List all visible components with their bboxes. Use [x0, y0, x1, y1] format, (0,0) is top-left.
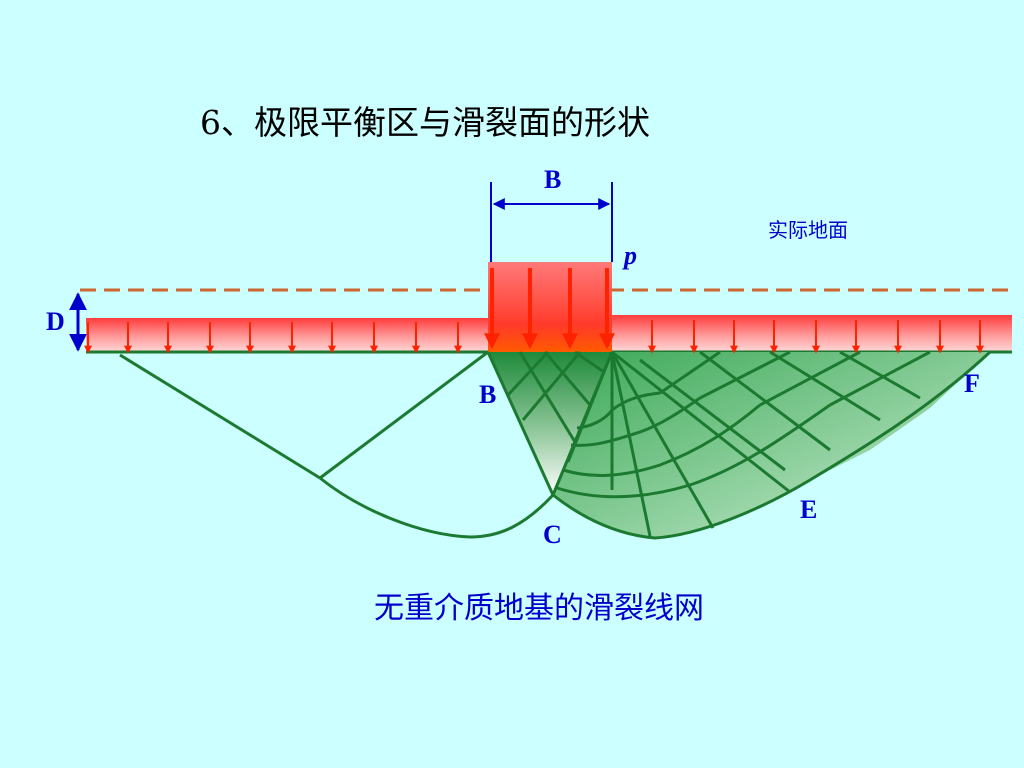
diagram-caption: 无重介质地基的滑裂线网	[374, 591, 704, 626]
left-surcharge-arrows	[84, 322, 462, 354]
right-surcharge-arrows	[648, 320, 984, 354]
footing-load-arrows	[484, 268, 615, 350]
width-dimension	[490, 182, 613, 262]
left-overburden-strip	[86, 318, 488, 352]
actual-ground-label: 实际地面	[768, 218, 848, 242]
point-e-label: E	[800, 495, 817, 524]
footing	[488, 262, 612, 352]
right-overburden-strip	[612, 315, 1012, 352]
point-b-label: B	[479, 380, 496, 409]
point-f-label: F	[964, 369, 980, 398]
pressure-label: p	[622, 241, 637, 270]
depth-label: D	[46, 307, 65, 336]
slide-title: 6、极限平衡区与滑裂面的形状	[200, 103, 650, 142]
left-slip-lines	[119, 350, 555, 539]
elastic-wedge	[488, 352, 612, 495]
width-label: B	[544, 165, 561, 194]
point-c-label: C	[543, 520, 562, 549]
right-slip-line-network	[506, 350, 992, 540]
